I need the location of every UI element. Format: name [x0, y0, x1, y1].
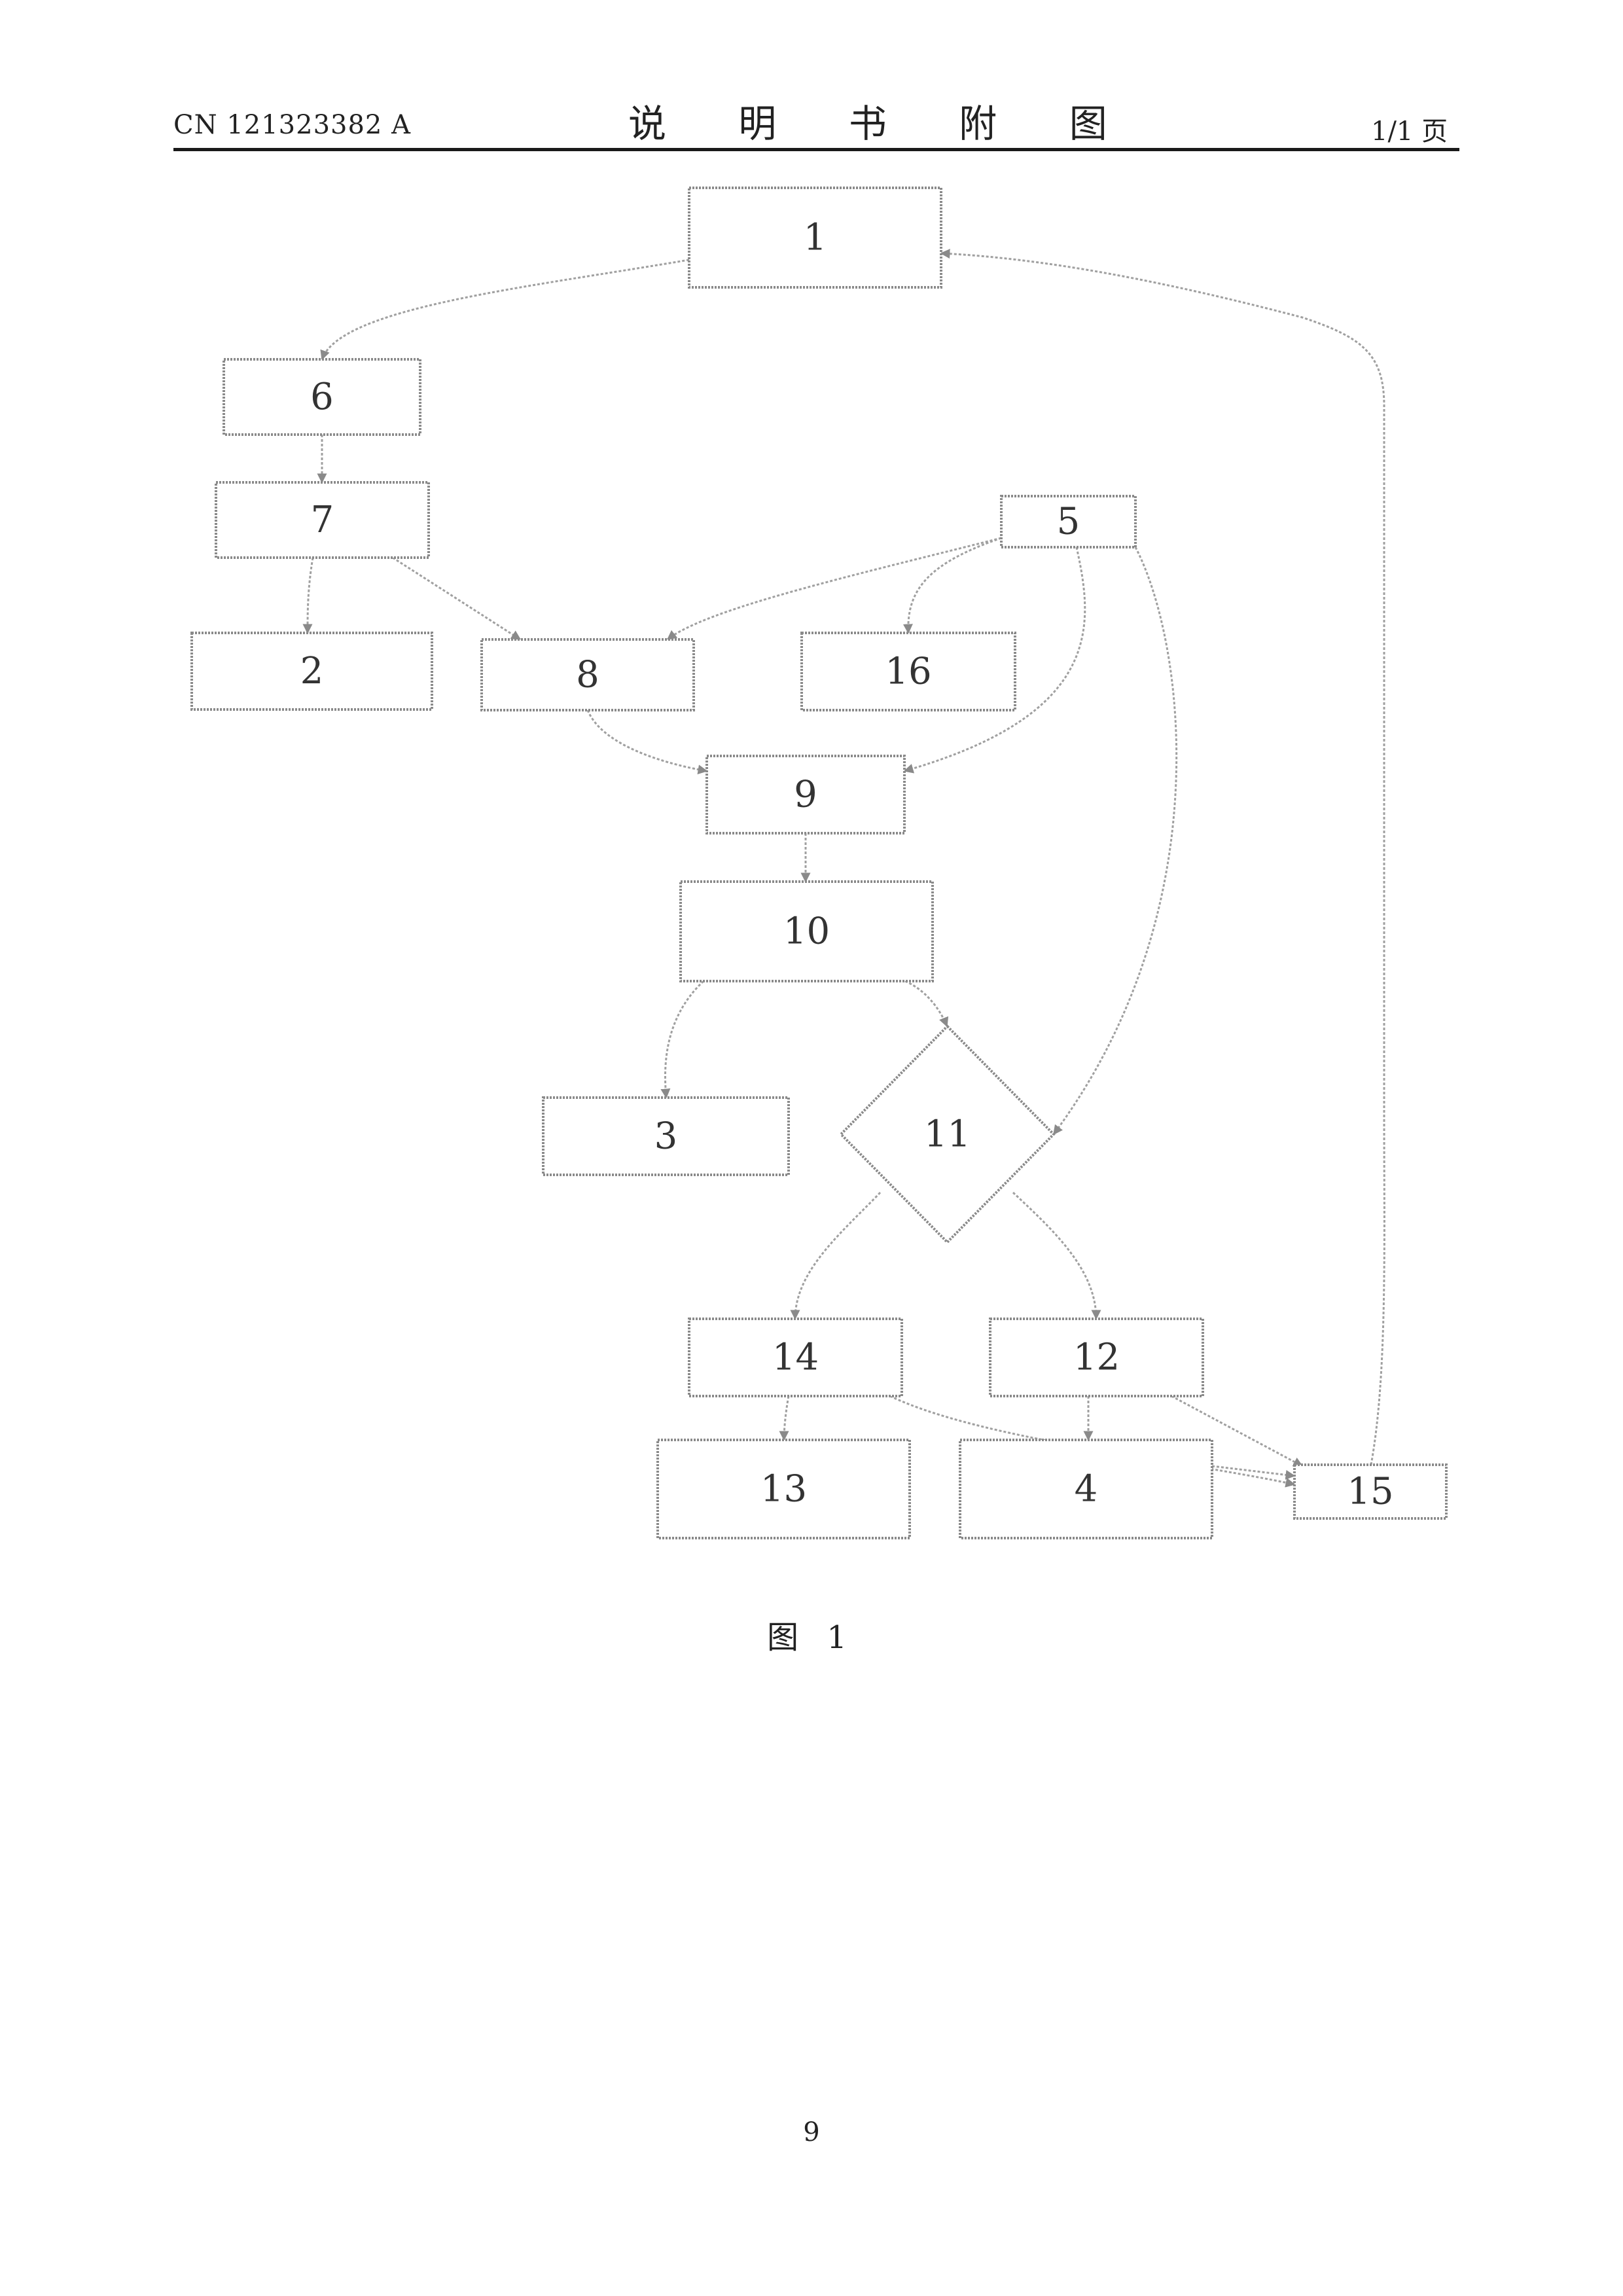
node-label: 15 [1347, 1471, 1393, 1513]
node-label: 4 [1075, 1468, 1098, 1511]
edge-n11-to-n14 [795, 1193, 880, 1319]
node-n4: 4 [960, 1440, 1212, 1538]
node-n16: 16 [802, 633, 1015, 710]
node-n8: 8 [482, 639, 694, 710]
edge-n7-to-n8 [393, 558, 520, 639]
node-n11: 11 [841, 1026, 1054, 1242]
node-label: 13 [760, 1468, 807, 1511]
edge-n1-to-n6 [322, 260, 689, 359]
edge-n10-to-n11 [905, 981, 947, 1026]
node-label: 16 [885, 651, 931, 693]
node-n13: 13 [658, 1440, 910, 1538]
node-n7: 7 [216, 482, 429, 558]
edge-n7-to-n2 [308, 558, 313, 633]
node-label: 6 [310, 376, 334, 418]
node-n10: 10 [681, 882, 933, 981]
node-n9: 9 [707, 756, 904, 833]
edge-n4-to-n15 [1212, 1466, 1294, 1476]
node-n14: 14 [689, 1319, 902, 1396]
edge-n5-to-n8 [668, 538, 1001, 639]
node-label: 8 [576, 654, 599, 696]
node-n12: 12 [990, 1319, 1203, 1396]
page-number: 9 [0, 2117, 1623, 2147]
node-label: 1 [804, 217, 827, 259]
edge-n14-to-n13 [784, 1396, 789, 1440]
node-label: 14 [772, 1336, 819, 1379]
nodes-layer: 12345678910111213141516 [192, 188, 1446, 1538]
edge-n11-to-n12 [1013, 1193, 1096, 1319]
edge-n10-to-n3 [665, 981, 704, 1098]
node-n5: 5 [1001, 496, 1135, 547]
node-label: 2 [300, 650, 324, 692]
edge-n15-to-n1 [941, 253, 1384, 1465]
edges-layer [308, 253, 1384, 1484]
node-label: 10 [783, 910, 830, 953]
node-n1: 1 [689, 188, 941, 287]
node-label: 12 [1073, 1336, 1120, 1379]
node-label: 7 [311, 499, 334, 541]
edge-n8-to-n9 [588, 710, 707, 771]
node-label: 11 [924, 1113, 971, 1156]
node-label: 5 [1057, 501, 1080, 543]
node-n2: 2 [192, 633, 432, 709]
node-label: 9 [794, 774, 817, 816]
node-n15: 15 [1294, 1465, 1446, 1518]
edge-n5-to-n16 [908, 538, 1001, 633]
node-n6: 6 [224, 359, 420, 435]
node-n3: 3 [543, 1098, 789, 1175]
edge-n5-to-n11 [1054, 547, 1177, 1134]
node-label: 3 [654, 1115, 678, 1158]
figure-caption: 图 1 [0, 1611, 1623, 1657]
